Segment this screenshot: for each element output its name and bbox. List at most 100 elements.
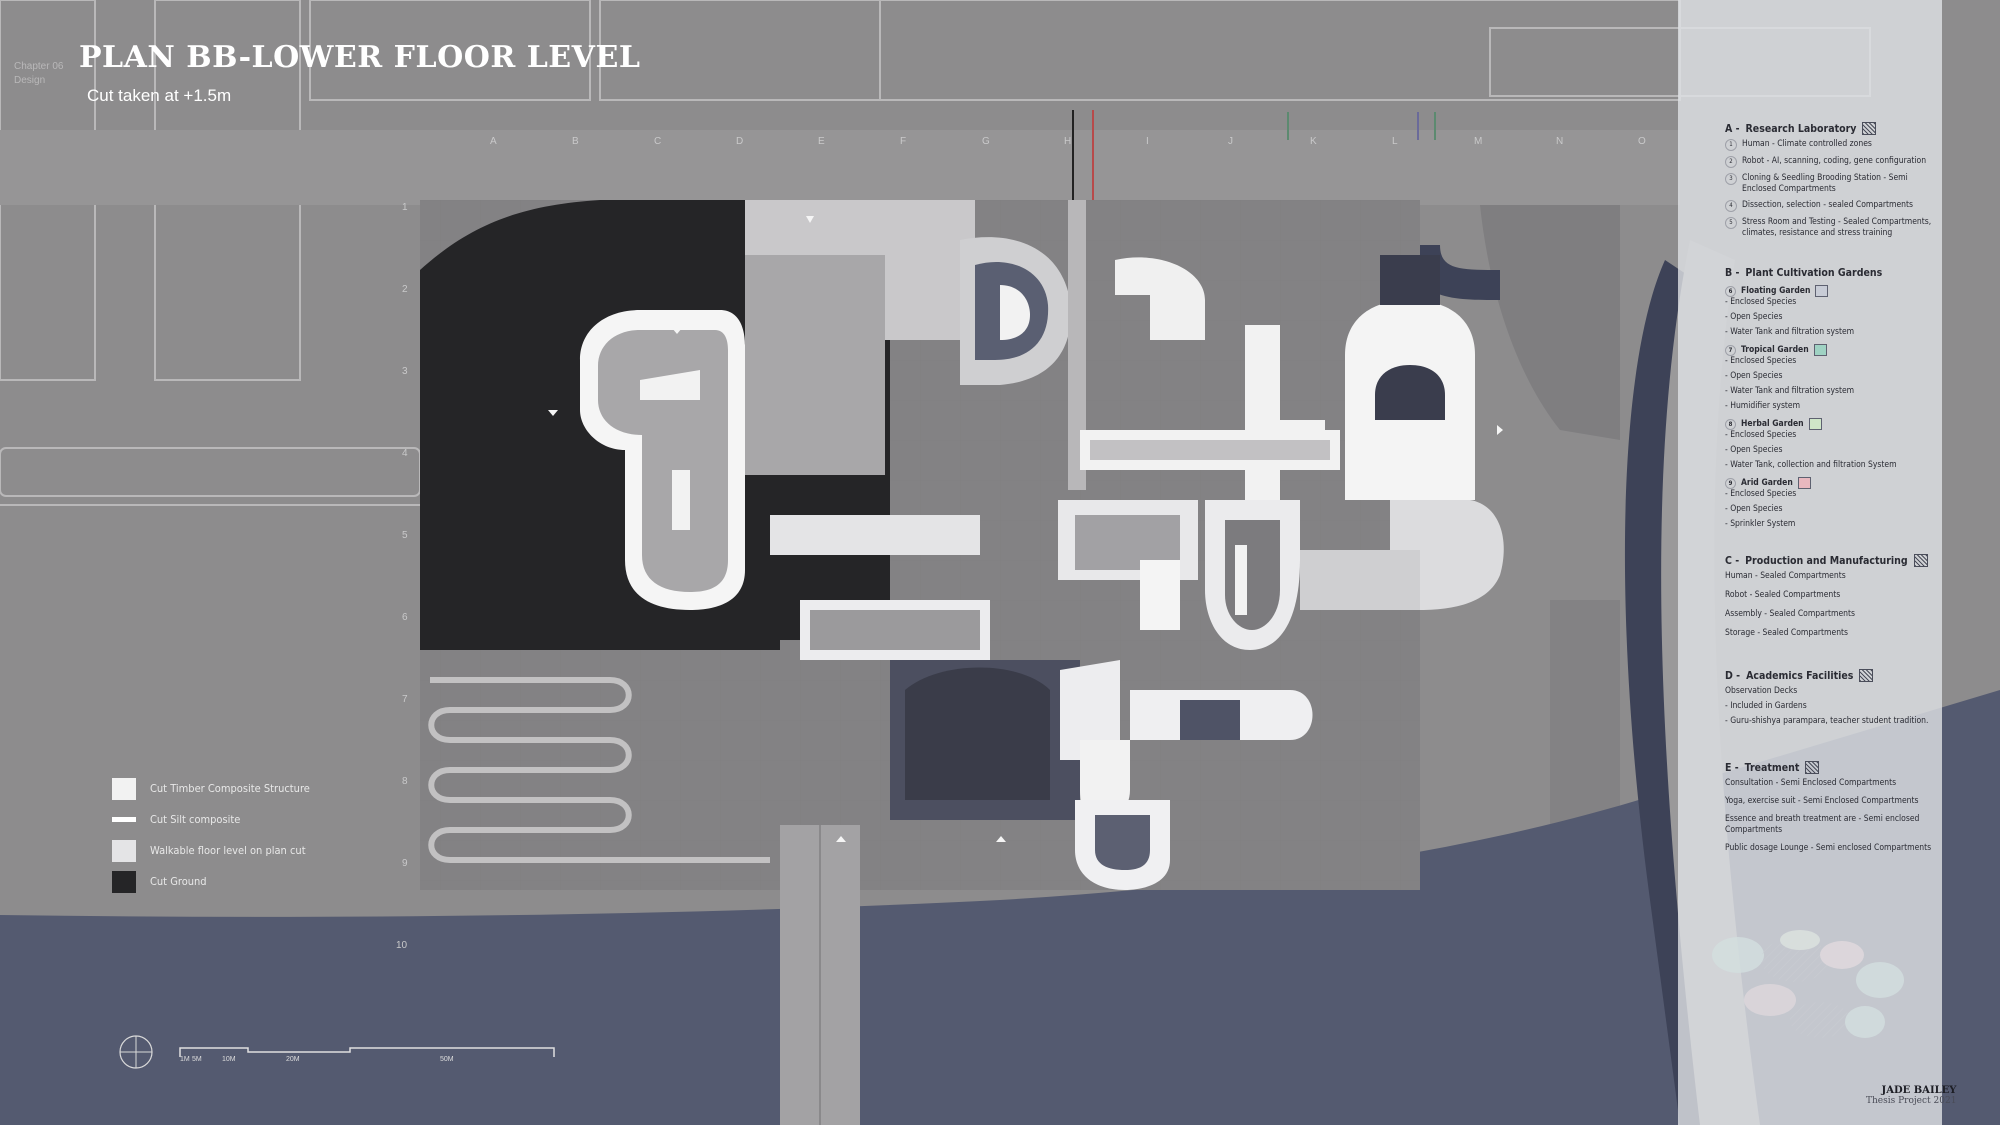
legend-item: Cut Silt composite <box>112 806 310 833</box>
section-title: Academics Facilities <box>1746 669 1854 682</box>
section-code: B - <box>1725 267 1740 279</box>
item-text: Robot - AI, scanning, coding, gene confi… <box>1742 156 1927 166</box>
legend-label: Cut Silt composite <box>150 813 241 826</box>
grid-col-h: H <box>1064 136 1071 147</box>
sub-line: - Enclosed Species <box>1725 356 1797 366</box>
hatch-swatch <box>1859 669 1874 682</box>
garden-title: Herbal Garden <box>1741 419 1804 429</box>
legend-swatch <box>112 839 136 862</box>
item-text: Dissection, selection - sealed Compartme… <box>1742 200 1914 210</box>
sub-line: Storage - Sealed Compartments <box>1725 628 1849 638</box>
legend-item: Cut Ground <box>112 868 310 895</box>
grid-col-l: L <box>1392 136 1398 147</box>
section-code: A - <box>1725 122 1740 135</box>
grid-row-8: 8 <box>402 776 408 787</box>
grid-col-o: O <box>1638 136 1646 147</box>
section-code: D - <box>1725 669 1741 682</box>
section-c-heading: C - Production and Manufacturing <box>1725 554 1940 567</box>
grid-col-n: N <box>1556 136 1563 147</box>
scale-label: 50M <box>440 1056 454 1063</box>
item-number: 6 <box>1725 285 1736 297</box>
grid-col-g: G <box>982 136 990 147</box>
item-number: 7 <box>1725 344 1736 356</box>
sub-line: Robot - Sealed Compartments <box>1725 590 1841 600</box>
color-swatch <box>1813 344 1827 356</box>
grid-labels: A B C D E F G H I J K L M N O 1 2 3 4 5 … <box>396 136 1646 951</box>
grid-row-4: 4 <box>402 448 408 459</box>
legend-swatch <box>112 817 136 822</box>
research-laboratory-block <box>580 310 745 610</box>
list-item: 3 Cloning & Seedling Brooding Station - S… <box>1725 173 1940 195</box>
color-swatch <box>1797 477 1811 489</box>
legend-label: Cut Timber Composite Structure <box>150 782 310 795</box>
color-swatch <box>1808 418 1822 430</box>
sub-line: - Included in Gardens <box>1725 701 1807 711</box>
page-title: PLAN BB-LOWER FLOOR LEVEL <box>79 40 641 75</box>
list-item: 5 Stress Room and Testing - Sealed Compar… <box>1725 217 1940 239</box>
section-title: Research Laboratory <box>1745 122 1857 135</box>
sub-line: Yoga, exercise suit - Semi Enclosed Comp… <box>1725 796 1919 806</box>
item-number: 3 <box>1725 173 1737 185</box>
sub-line: - Enclosed Species <box>1725 297 1797 307</box>
legend-item: Cut Timber Composite Structure <box>112 775 310 802</box>
sub-line: - Enclosed Species <box>1725 430 1797 440</box>
sub-line: Essence and breath treatment are - Semi … <box>1725 814 1920 835</box>
grid-col-a: A <box>490 136 497 147</box>
sub-line: Public dosage Lounge - Semi enclosed Com… <box>1725 843 1932 853</box>
author-signature: JADE BAILEY Thesis Project 2021 <box>1866 1085 1956 1106</box>
legend-label: Walkable floor level on plan cut <box>150 844 306 857</box>
sub-line: - Enclosed Species <box>1725 489 1797 499</box>
grid-row-3: 3 <box>402 366 408 377</box>
hatch-swatch <box>1913 554 1928 567</box>
hatch-swatch <box>1805 761 1820 774</box>
item-text: Stress Room and Testing - Sealed Compart… <box>1742 217 1932 238</box>
sub-line: Observation Decks <box>1725 686 1798 696</box>
sub-line: - Water Tank and filtration system <box>1725 386 1855 396</box>
sub-line: - Open Species <box>1725 445 1783 455</box>
sub-line: Assembly - Sealed Compartments <box>1725 609 1855 619</box>
grid-row-10: 10 <box>396 940 408 951</box>
grid-row-6: 6 <box>402 612 408 623</box>
sub-line: - Sprinkler System <box>1725 519 1796 529</box>
section-b-heading: B - Plant Cultivation Gardens <box>1725 267 1940 279</box>
author-name: JADE BAILEY <box>1881 1085 1957 1096</box>
sub-line: Consultation - Semi Enclosed Compartment… <box>1725 778 1897 788</box>
sub-line: - Water Tank, collection and filtration … <box>1725 460 1897 470</box>
north-arrow-icon <box>119 1035 153 1069</box>
scale-label: 20M <box>286 1056 300 1063</box>
hatch-swatch <box>1862 122 1877 135</box>
scale-label: 10M <box>222 1056 236 1063</box>
item-number: 5 <box>1725 217 1737 229</box>
legend-panel <box>1678 0 1942 1125</box>
section-code: C - <box>1725 554 1740 567</box>
grid-row-9: 9 <box>402 858 408 869</box>
grid-col-i: I <box>1146 136 1149 147</box>
item-number: 2 <box>1725 156 1737 168</box>
legend-item: Walkable floor level on plan cut <box>112 837 310 864</box>
grid-col-e: E <box>818 136 825 147</box>
garden-title: Tropical Garden <box>1741 345 1809 355</box>
item-number: 1 <box>1725 139 1737 151</box>
scale-label: 1M <box>180 1056 190 1063</box>
scale-bar <box>179 1047 555 1057</box>
garden-title: Arid Garden <box>1741 478 1793 488</box>
color-swatch <box>1815 285 1829 297</box>
grid-row-7: 7 <box>402 694 408 705</box>
garden-title: Floating Garden <box>1741 286 1811 296</box>
grid-col-j: J <box>1228 136 1233 147</box>
sub-line: - Open Species <box>1725 504 1783 514</box>
chapter-label: Chapter 06 Design <box>14 61 64 86</box>
grid-col-c: C <box>654 136 661 147</box>
item-text: Cloning & Seedling Brooding Station - Se… <box>1742 173 1908 194</box>
section-e-heading: E - Treatment <box>1725 761 1940 774</box>
sub-line: - Open Species <box>1725 371 1783 381</box>
section-title: Plant Cultivation Gardens <box>1745 267 1883 279</box>
sub-line: - Guru-shishya parampara, teacher studen… <box>1725 716 1929 726</box>
section-title: Treatment <box>1744 761 1800 774</box>
section-a-heading: A - Research Laboratory <box>1725 122 1940 135</box>
